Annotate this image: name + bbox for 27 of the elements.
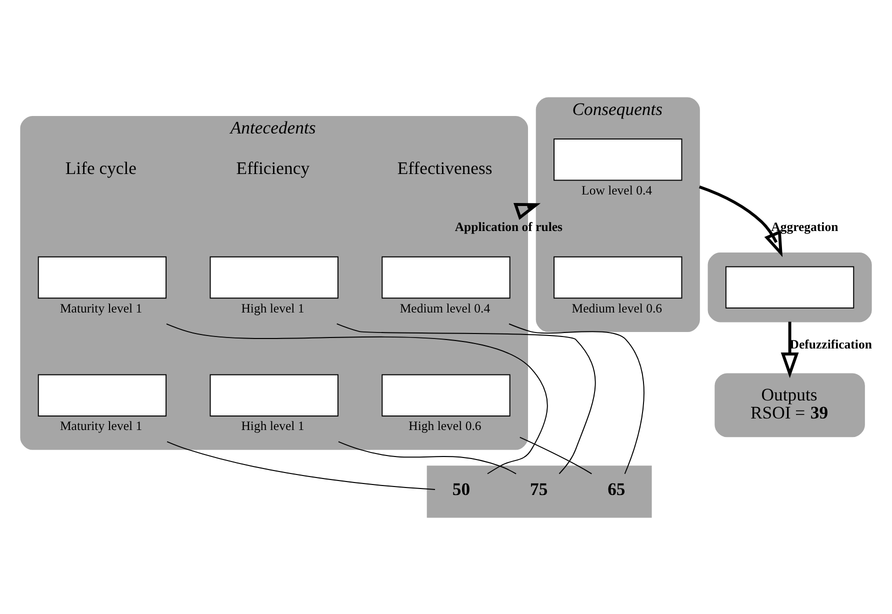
edge-label: Defuzzification (790, 337, 872, 352)
connector (338, 440, 517, 474)
cluster (426, 465, 652, 518)
label: Efficiency (236, 157, 310, 178)
connector (336, 322, 596, 474)
node-label: Low level 0.4 (582, 182, 652, 197)
connector (519, 436, 592, 474)
node-label: High level 1 (241, 300, 304, 315)
label: Effectiveness (397, 157, 492, 178)
node-text: 65 (608, 478, 626, 499)
node-text: 75 (530, 478, 548, 499)
node-box: Outputs RSOI = 39 (714, 372, 865, 437)
node-label: Medium level 0.6 (572, 300, 662, 315)
node-label: Maturity level 1 (60, 300, 142, 315)
node-label: Medium level 0.4 (400, 300, 490, 315)
connector (166, 322, 548, 474)
connector (166, 440, 436, 490)
node-text: 50 (452, 478, 470, 499)
arrow (698, 185, 783, 257)
arrow (780, 321, 799, 378)
label: Life cycle (65, 157, 137, 178)
cluster (708, 252, 872, 322)
edge-label: Aggregation (771, 219, 838, 234)
node-label: Maturity level 1 (60, 418, 142, 433)
edge-label: Application of rules (454, 219, 563, 234)
node-label: High level 1 (241, 418, 304, 433)
node-label: High level 0.6 (408, 418, 482, 433)
